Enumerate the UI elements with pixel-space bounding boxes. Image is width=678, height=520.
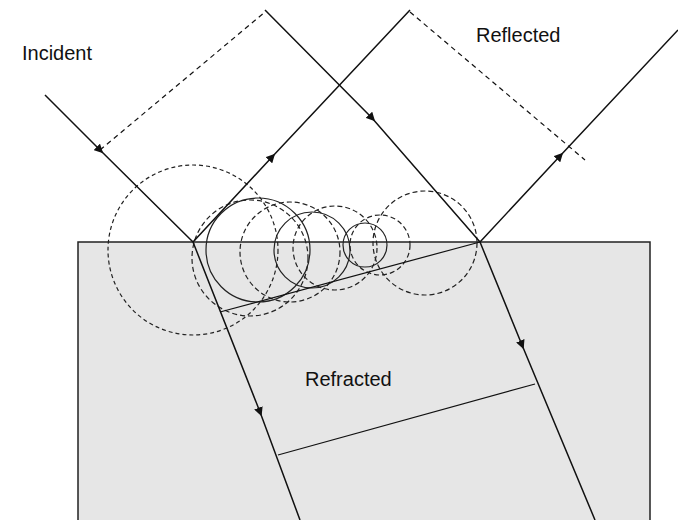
ray-label: Incident bbox=[22, 42, 92, 64]
ray-label: Reflected bbox=[476, 24, 561, 46]
wavefronts bbox=[100, 12, 585, 455]
medium-block bbox=[78, 242, 650, 520]
rays bbox=[45, 10, 678, 520]
ray-label: Refracted bbox=[305, 368, 392, 390]
huygens-wavelets bbox=[108, 165, 477, 335]
